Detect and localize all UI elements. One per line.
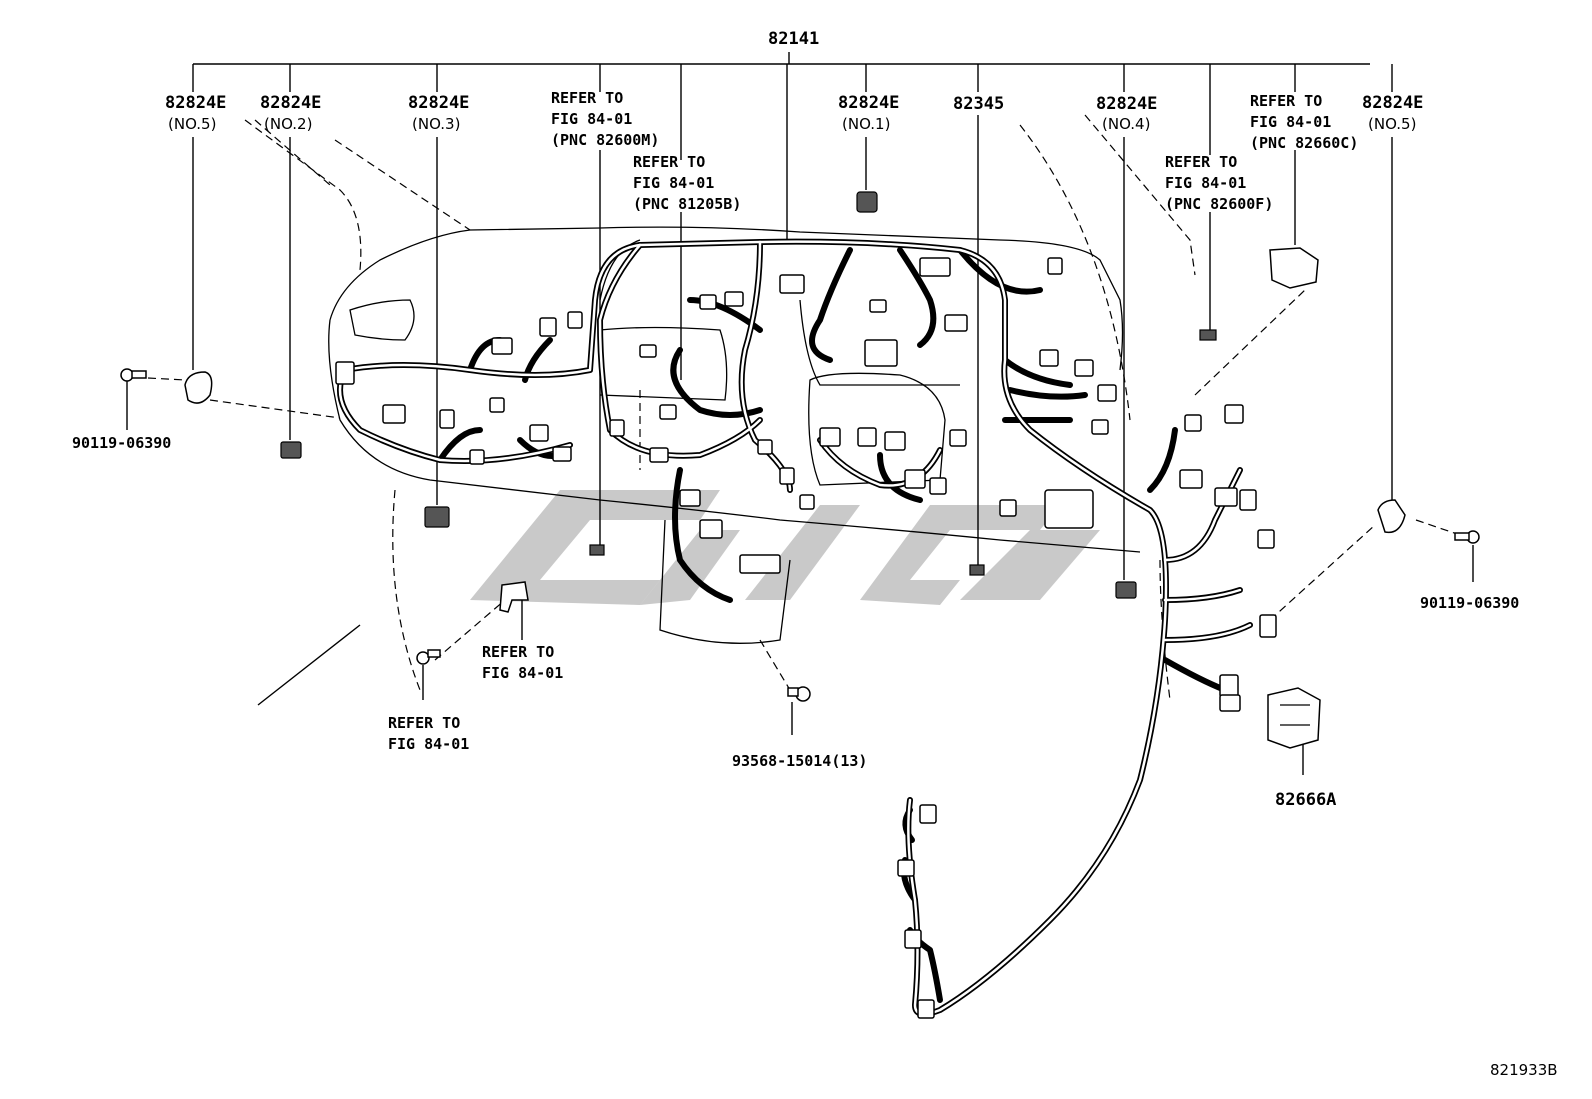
ref-82660c-text: REFER TO FIG 84-01 (PNC 82660C) <box>1250 92 1359 152</box>
grommet-no2-shape <box>280 441 302 459</box>
grommet-no1-part: 82824E <box>838 93 900 113</box>
harness-wires <box>337 238 1253 1017</box>
grommet-no5-right-shape <box>1377 499 1406 534</box>
relay-block-82666a-shape <box>1267 687 1321 749</box>
clip-82345-shape <box>969 564 985 576</box>
bolt-left-head <box>120 368 134 382</box>
harness-connectors <box>335 257 1277 1019</box>
grommet-no1-note: (NO.1) <box>842 115 891 133</box>
grommet-no3-shape <box>424 506 450 528</box>
grommet-no2-note: (NO.2) <box>264 115 313 133</box>
ref-81205b-text: REFER TO FIG 84-01 (PNC 81205B) <box>633 153 742 213</box>
clip-82600f-shape <box>1199 329 1217 341</box>
ref-82600m-text: REFER TO FIG 84-01 (PNC 82600M) <box>551 89 660 149</box>
part-82345-label: 82345 <box>953 94 1005 114</box>
grommets-and-clips <box>120 191 1480 749</box>
watermark-logo <box>470 490 1100 605</box>
grommet-no3-part: 82824E <box>408 93 470 113</box>
grommet-no5-left-shape <box>184 371 213 404</box>
grommet-no2-part: 82824E <box>260 93 322 113</box>
grommet-no3-note: (NO.3) <box>412 115 461 133</box>
ref-82600f-text: REFER TO FIG 84-01 (PNC 82600F) <box>1165 153 1274 213</box>
grommet-no5-left-part: 82824E <box>165 93 227 113</box>
figure-code-label: 821933B <box>1490 1061 1558 1079</box>
instrument-panel-outline <box>328 226 1141 644</box>
clip-bottom-label: 93568-15014(13) <box>732 752 868 770</box>
bolt-right-label: 90119-06390 <box>1420 594 1520 612</box>
grommet-no4-note: (NO.4) <box>1102 115 1151 133</box>
ref-bracket-text: REFER TO FIG 84-01 <box>482 643 564 682</box>
vehicle-phantom-lines <box>147 114 1461 706</box>
part-82141-label: 82141 <box>768 29 820 49</box>
bolt-ref-head <box>416 651 430 665</box>
grommet-no5-left-note: (NO.5) <box>168 115 217 133</box>
grommet-no5-right-note: (NO.5) <box>1368 115 1417 133</box>
bracket-shape <box>499 581 529 613</box>
grommet-no1-shape <box>856 191 878 213</box>
grommet-no4-shape <box>1115 581 1137 599</box>
grommet-no4-part: 82824E <box>1096 94 1158 114</box>
ref-bolt-text: REFER TO FIG 84-01 <box>388 714 470 753</box>
main-callout-bracket <box>192 52 1393 240</box>
relay-block-label: 82666A <box>1275 790 1337 810</box>
bolt-left-label: 90119-06390 <box>72 434 172 452</box>
connector-82660c-shape <box>1269 247 1319 289</box>
clip-82600m-shape <box>589 544 605 556</box>
grommet-no5-right-part: 82824E <box>1362 93 1424 113</box>
